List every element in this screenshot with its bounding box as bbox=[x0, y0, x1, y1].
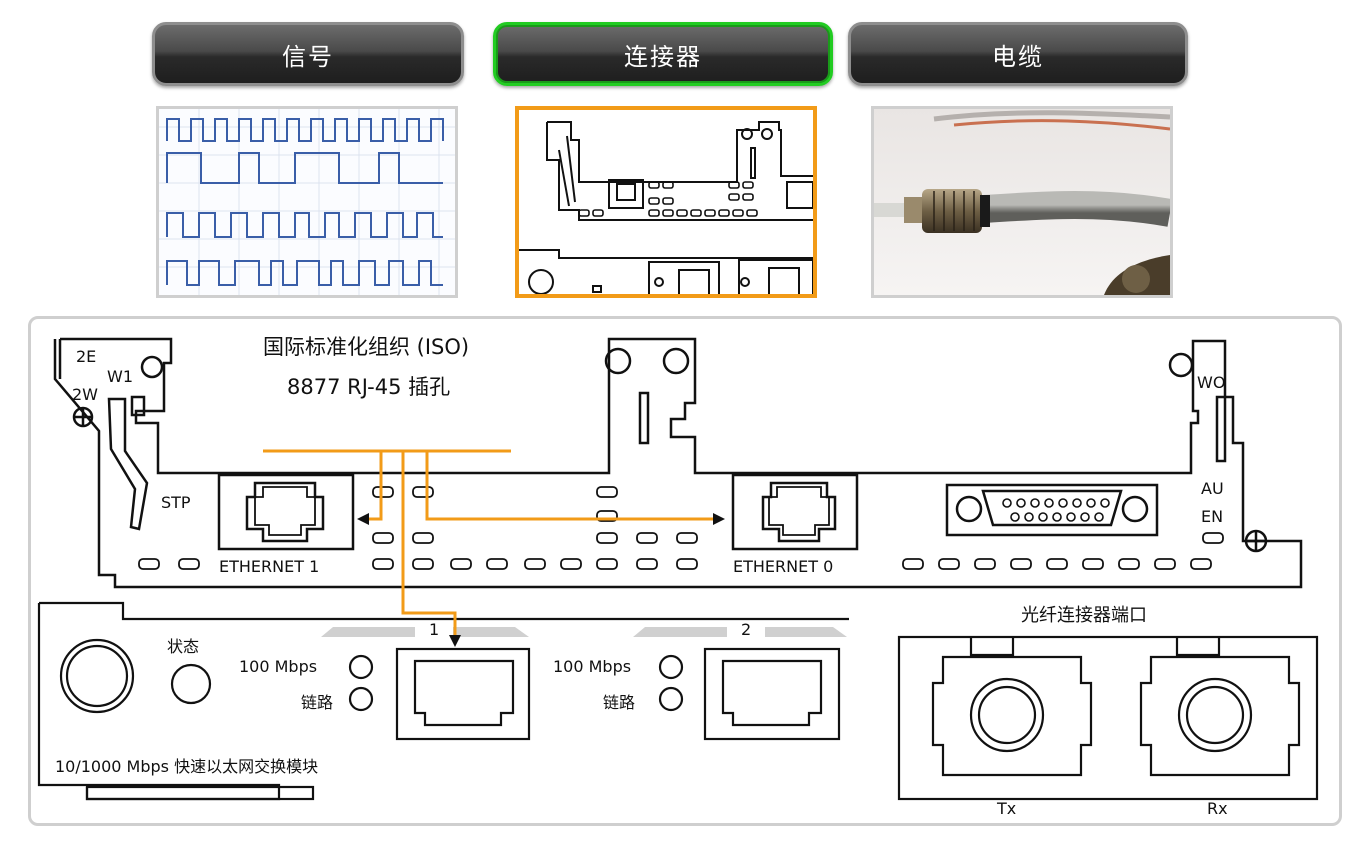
port1-link-label: 链路 bbox=[301, 693, 334, 712]
port2-speed-label: 100 Mbps bbox=[553, 657, 632, 676]
tab-cable-label: 电缆 bbox=[992, 42, 1044, 71]
label-2e: 2E bbox=[76, 347, 97, 366]
cable-thumbnail[interactable] bbox=[871, 106, 1173, 298]
label-w1: W1 bbox=[107, 367, 133, 386]
signal-thumbnail[interactable] bbox=[156, 106, 458, 298]
port2-link-label: 链路 bbox=[603, 693, 636, 712]
port1-speed-label: 100 Mbps bbox=[239, 657, 318, 676]
tab-signal-label: 信号 bbox=[282, 42, 334, 71]
port1-label-bg bbox=[415, 621, 453, 641]
highlight-pointer-lines bbox=[263, 449, 719, 639]
switch-faceplate-outline bbox=[53, 337, 1303, 589]
switch-module-outline bbox=[37, 601, 849, 801]
tab-cable[interactable]: 电缆 bbox=[848, 22, 1188, 86]
diagram-title-line1: 国际标准化组织 (ISO) bbox=[263, 335, 470, 359]
arrow-to-ethernet1 bbox=[357, 513, 369, 525]
fiber-rx-label: Rx bbox=[1207, 799, 1228, 818]
port1-number: 1 bbox=[429, 620, 440, 639]
fiber-tx-label: Tx bbox=[997, 799, 1017, 818]
label-en: EN bbox=[1201, 507, 1224, 526]
fiber-cable-image bbox=[874, 109, 1170, 295]
arrow-to-port1 bbox=[449, 635, 461, 647]
ethernet0-port-label: ETHERNET 0 bbox=[733, 557, 834, 576]
arrow-to-ethernet0 bbox=[713, 513, 725, 525]
fiber-ports-outline bbox=[897, 635, 1319, 801]
ethernet1-port-label: ETHERNET 1 bbox=[219, 557, 320, 576]
connector-diagram-panel: 国际标准化组织 (ISO) 8877 RJ-45 插孔 2E W1 2W STP… bbox=[28, 316, 1342, 826]
tab-signal[interactable]: 信号 bbox=[152, 22, 464, 86]
port2-number: 2 bbox=[741, 620, 752, 639]
diagram-title-line2: 8877 RJ-45 插孔 bbox=[287, 375, 451, 399]
label-stp: STP bbox=[161, 493, 191, 512]
fiber-ports-title: 光纤连接器端口 bbox=[1021, 605, 1147, 626]
connector-thumbnail[interactable] bbox=[515, 106, 817, 298]
label-wo: WO bbox=[1197, 373, 1226, 392]
port2-label-bg bbox=[727, 621, 765, 641]
tab-connector[interactable]: 连接器 bbox=[493, 22, 833, 86]
tab-connector-label: 连接器 bbox=[624, 42, 702, 71]
status-led-label: 状态 bbox=[167, 637, 200, 656]
connector-diagram bbox=[37, 337, 1319, 801]
signal-waveform-image bbox=[159, 109, 455, 295]
label-au: AU bbox=[1201, 479, 1224, 498]
label-2w: 2W bbox=[72, 385, 98, 404]
module-label: 10/1000 Mbps 快速以太网交换模块 bbox=[55, 757, 319, 776]
connector-panel-image bbox=[519, 110, 813, 294]
